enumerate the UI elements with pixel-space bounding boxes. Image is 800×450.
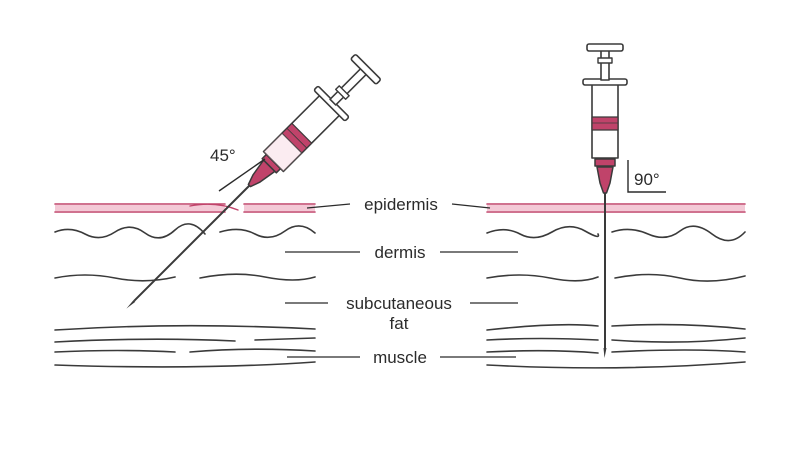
right-fat-wave <box>486 273 746 282</box>
left-fat-wave <box>54 273 316 282</box>
syringe-45-degree <box>126 54 381 309</box>
left-angle-label: 45° <box>210 146 236 165</box>
left-epidermis-band <box>54 203 316 213</box>
syringe-90-degree <box>582 43 628 358</box>
label-muscle: muscle <box>373 348 427 367</box>
left-angle-line <box>218 158 266 192</box>
left-plunger-rod <box>329 67 368 106</box>
leader-lines <box>285 203 518 358</box>
left-dermis-wave <box>54 223 316 239</box>
left-muscle-fibers <box>54 324 316 368</box>
left-epidermis-fill <box>55 205 225 211</box>
right-dermis-wave <box>486 225 746 242</box>
right-angle-label: 90° <box>634 170 660 189</box>
right-plunger-thumb <box>586 43 624 52</box>
left-plunger-thumb <box>350 54 381 85</box>
right-muscle-fibers <box>486 323 746 369</box>
label-subcutaneous: subcutaneous <box>346 294 452 313</box>
left-needle <box>133 183 252 302</box>
right-needle-hub <box>596 166 614 194</box>
left-skin-section <box>54 203 316 368</box>
right-plunger-rod <box>600 49 610 81</box>
label-fat: fat <box>390 314 409 333</box>
right-epidermis-fill <box>487 205 745 211</box>
right-angle-mark <box>627 160 666 193</box>
right-skin-section <box>486 203 746 369</box>
left-epidermis-bulge <box>189 203 239 211</box>
label-epidermis: epidermis <box>364 195 438 214</box>
right-epidermis-band <box>486 203 746 213</box>
label-dermis: dermis <box>374 243 425 262</box>
